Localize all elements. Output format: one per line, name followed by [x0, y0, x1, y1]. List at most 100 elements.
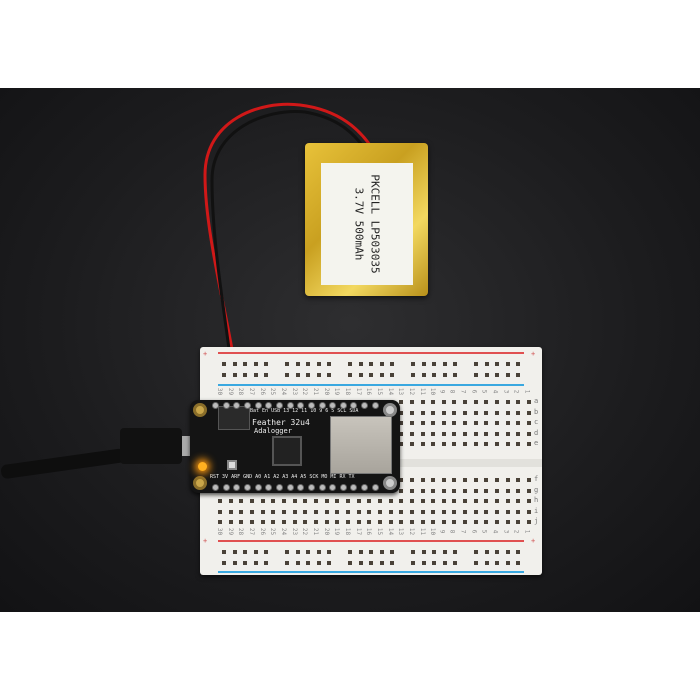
header-pin — [371, 402, 379, 409]
breadboard-hole — [409, 488, 414, 493]
rail-hole — [379, 561, 384, 565]
breadboard-hole — [452, 478, 457, 482]
column-number: 17 — [354, 527, 362, 536]
column-number: 23 — [290, 387, 298, 396]
breadboard-hole — [420, 431, 425, 436]
column-number: 10 — [429, 387, 437, 396]
breadboard-hole — [399, 499, 404, 503]
column-number: 29 — [226, 387, 234, 396]
header-pin — [222, 402, 230, 409]
breadboard-hole — [367, 509, 372, 514]
breadboard-hole — [463, 410, 468, 415]
breadboard-hole — [527, 442, 531, 446]
header-pin — [350, 402, 358, 409]
breadboard-hole — [292, 509, 297, 514]
row-letter: a — [534, 397, 539, 405]
breadboard-hole — [452, 509, 457, 514]
battery-model: PKCELL LP503035 — [369, 174, 382, 274]
breadboard-hole — [250, 509, 255, 514]
rail-hole — [495, 550, 500, 554]
column-number: 9 — [438, 529, 446, 534]
rail-hole — [369, 362, 374, 366]
plus-sign: + — [531, 537, 536, 545]
column-number: 22 — [301, 387, 309, 396]
column-number: 21 — [312, 387, 320, 396]
column-number: 9 — [438, 389, 446, 394]
breadboard-hole — [399, 400, 404, 404]
rail-hole — [369, 561, 374, 565]
breadboard-hole — [441, 478, 446, 482]
breadboard-hole — [388, 509, 393, 514]
column-number: 18 — [344, 527, 352, 536]
plus-sign: + — [531, 350, 536, 358]
rail-hole — [243, 550, 248, 554]
rail-hole — [222, 362, 226, 366]
header-pin — [286, 402, 294, 409]
breadboard-hole — [388, 499, 393, 503]
rail-hole — [495, 373, 500, 377]
rail-hole — [316, 362, 321, 366]
header-pin — [329, 484, 337, 491]
column-number: 5 — [480, 529, 488, 534]
breadboard-hole — [495, 488, 500, 493]
breadboard-hole — [441, 431, 446, 436]
breadboard-hole — [452, 421, 457, 425]
column-number: 14 — [386, 527, 394, 536]
breadboard-hole — [527, 478, 531, 482]
rail-hole — [295, 550, 300, 554]
breadboard-hole — [260, 499, 265, 503]
breadboard-hole — [356, 499, 361, 503]
breadboard-hole — [388, 520, 393, 524]
rail-hole — [390, 561, 395, 565]
row-letter: f — [534, 475, 539, 483]
column-number: 2 — [512, 529, 520, 534]
breadboard-hole — [431, 520, 436, 524]
breadboard-hole — [228, 499, 233, 503]
breadboard-hole — [409, 421, 414, 425]
column-number: 12 — [407, 527, 415, 536]
breadboard-hole — [239, 499, 244, 503]
breadboard-hole — [527, 400, 531, 404]
board-subtitle: Adalogger — [254, 427, 292, 435]
microsd-card-slot — [330, 416, 392, 474]
charge-led — [198, 462, 207, 471]
rail-hole — [516, 550, 521, 554]
column-number: 30 — [216, 387, 224, 396]
rail-hole — [442, 561, 447, 565]
breadboard-hole — [505, 421, 510, 425]
breadboard-hole — [452, 410, 457, 415]
breadboard-hole — [324, 509, 329, 514]
breadboard-hole — [484, 400, 489, 404]
breadboard-hole — [473, 488, 478, 493]
header-pin — [243, 484, 251, 491]
breadboard-hole — [527, 499, 531, 503]
breadboard-hole — [420, 442, 425, 446]
rail-hole — [421, 561, 426, 565]
breadboard-hole — [463, 520, 468, 524]
rail-hole — [516, 373, 521, 377]
breadboard-hole — [505, 509, 510, 514]
breadboard-hole — [452, 520, 457, 524]
reset-button[interactable] — [227, 460, 237, 470]
mount-hole — [383, 476, 397, 490]
breadboard-hole — [218, 499, 223, 503]
breadboard-hole — [495, 410, 500, 415]
rail-hole — [306, 373, 311, 377]
rail-hole — [474, 373, 478, 377]
column-number: 13 — [397, 527, 405, 536]
rail-hole — [306, 550, 311, 554]
rail-hole — [295, 561, 300, 565]
rail-hole — [316, 550, 321, 554]
rail-hole — [348, 550, 352, 554]
breadboard-hole — [239, 520, 244, 524]
rail-hole — [411, 373, 415, 377]
header-pin — [275, 484, 283, 491]
breadboard-hole — [420, 478, 425, 482]
breadboard-hole — [495, 442, 500, 446]
rail-hole — [484, 561, 489, 565]
rail-hole — [390, 362, 395, 366]
rail-hole — [327, 362, 332, 366]
column-number: 25 — [269, 387, 277, 396]
rail-hole — [264, 362, 269, 366]
rail-hole — [379, 362, 384, 366]
